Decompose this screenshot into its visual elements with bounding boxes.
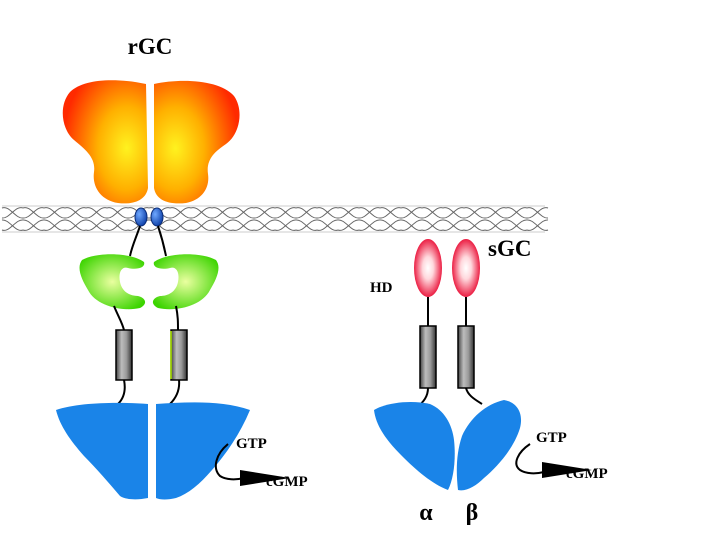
- lipid-tail: [505, 207, 528, 219]
- sgc-heme-domain-alpha: [414, 239, 442, 297]
- lipid-tail: [337, 207, 360, 219]
- lipid-tail: [316, 219, 339, 231]
- lipid-tail: [484, 207, 507, 219]
- rgc-extracellular-domain-left: [62, 80, 148, 204]
- rgc-catalytic-domain-left: [56, 402, 148, 500]
- lipid-tail: [43, 219, 66, 231]
- lipid-tail: [85, 207, 108, 219]
- lipid-tail: [211, 219, 234, 231]
- rgc-linker-cat-left: [117, 379, 126, 405]
- sgc-gtp-label: GTP: [536, 430, 567, 446]
- lipid-tail: [169, 207, 192, 219]
- lipid-tail: [253, 207, 276, 219]
- rgc-kinase-homology-domain-left: [79, 254, 146, 310]
- rgc-kinase-homology-domain-right: [152, 254, 219, 310]
- alpha-subunit-label: α: [419, 500, 433, 526]
- lipid-tail: [1, 207, 24, 219]
- sgc-heme-domain-beta: [452, 239, 480, 297]
- sgc-coiled-coil-alpha: [419, 325, 437, 389]
- lipid-tail: [22, 207, 45, 219]
- lipid-tail: [484, 219, 507, 231]
- rgc-linker-right: [157, 225, 167, 257]
- lipid-tail: [85, 219, 108, 231]
- lipid-tail: [526, 207, 549, 219]
- lipid-tail: [400, 219, 423, 231]
- lipid-tail: [442, 219, 465, 231]
- rgc-extracellular-domain-right: [154, 80, 240, 204]
- lipid-tail: [463, 207, 486, 219]
- lipid-tail: [274, 219, 297, 231]
- rgc-cgmp-label: cGMP: [266, 474, 308, 490]
- lipid-tail: [253, 219, 276, 231]
- lipid-tail: [190, 207, 213, 219]
- rgc-receptor: [56, 80, 290, 500]
- lipid-tail: [64, 207, 87, 219]
- lipid-tail: [295, 219, 318, 231]
- lipid-tail: [316, 207, 339, 219]
- rgc-transmembrane-helix-left: [134, 207, 148, 227]
- lipid-tail: [442, 207, 465, 219]
- sgc-reaction-curve: [515, 443, 545, 475]
- lipid-tail: [22, 219, 45, 231]
- sgc-cgmp-label: cGMP: [566, 466, 608, 482]
- sgc-linker-cat-beta: [465, 387, 483, 405]
- rgc-catalytic-domain-right: [156, 402, 250, 500]
- lipid-tail: [232, 219, 255, 231]
- hd-label: HD: [370, 280, 393, 296]
- lipid-tail: [64, 219, 87, 231]
- rgc-transmembrane-helix-right: [150, 207, 164, 227]
- rgc-gtp-label: GTP: [236, 436, 267, 452]
- lipid-tail: [295, 207, 318, 219]
- rgc-reaction-arrowhead: [240, 470, 290, 486]
- beta-subunit-label: β: [466, 500, 479, 526]
- lipid-tail: [379, 219, 402, 231]
- lipid-tail: [43, 207, 66, 219]
- lipid-tail: [421, 207, 444, 219]
- lipid-tail: [274, 207, 297, 219]
- lipid-tail: [190, 219, 213, 231]
- lipid-tail: [421, 219, 444, 231]
- rgc-linker-left: [129, 225, 141, 257]
- lipid-tail: [211, 207, 234, 219]
- lipid-tail: [232, 207, 255, 219]
- sgc-title: sGC: [488, 236, 531, 261]
- lipid-tail: [358, 219, 381, 231]
- sgc-enzyme: [374, 239, 592, 491]
- sgc-reaction-arrowhead: [542, 462, 592, 478]
- lipid-tail: [106, 219, 129, 231]
- sgc-coiled-coil-beta: [457, 325, 475, 389]
- lipid-tail: [358, 207, 381, 219]
- rgc-reaction-curve: [214, 443, 245, 481]
- lipid-tail: [1, 219, 24, 231]
- membrane-bilayer: [1, 205, 549, 233]
- rgc-coiled-coil-right: [170, 329, 188, 381]
- lipid-tail: [106, 207, 129, 219]
- lipid-tail: [379, 207, 402, 219]
- lipid-tail: [169, 219, 192, 231]
- lipid-tail: [400, 207, 423, 219]
- rgc-linker-khd-right: [175, 305, 179, 331]
- rgc-linker-cat-right: [169, 379, 181, 405]
- rgc-linker-khd-left: [113, 305, 125, 331]
- rgc-title: rGC: [128, 34, 173, 59]
- lipid-tail: [526, 219, 549, 231]
- lipid-tail: [463, 219, 486, 231]
- lipid-tail: [505, 219, 528, 231]
- rgc-coiled-coil-left: [115, 329, 133, 381]
- sgc-catalytic-domain-alpha: [374, 402, 455, 490]
- lipid-tail: [337, 219, 360, 231]
- sgc-catalytic-domain-beta: [456, 400, 522, 491]
